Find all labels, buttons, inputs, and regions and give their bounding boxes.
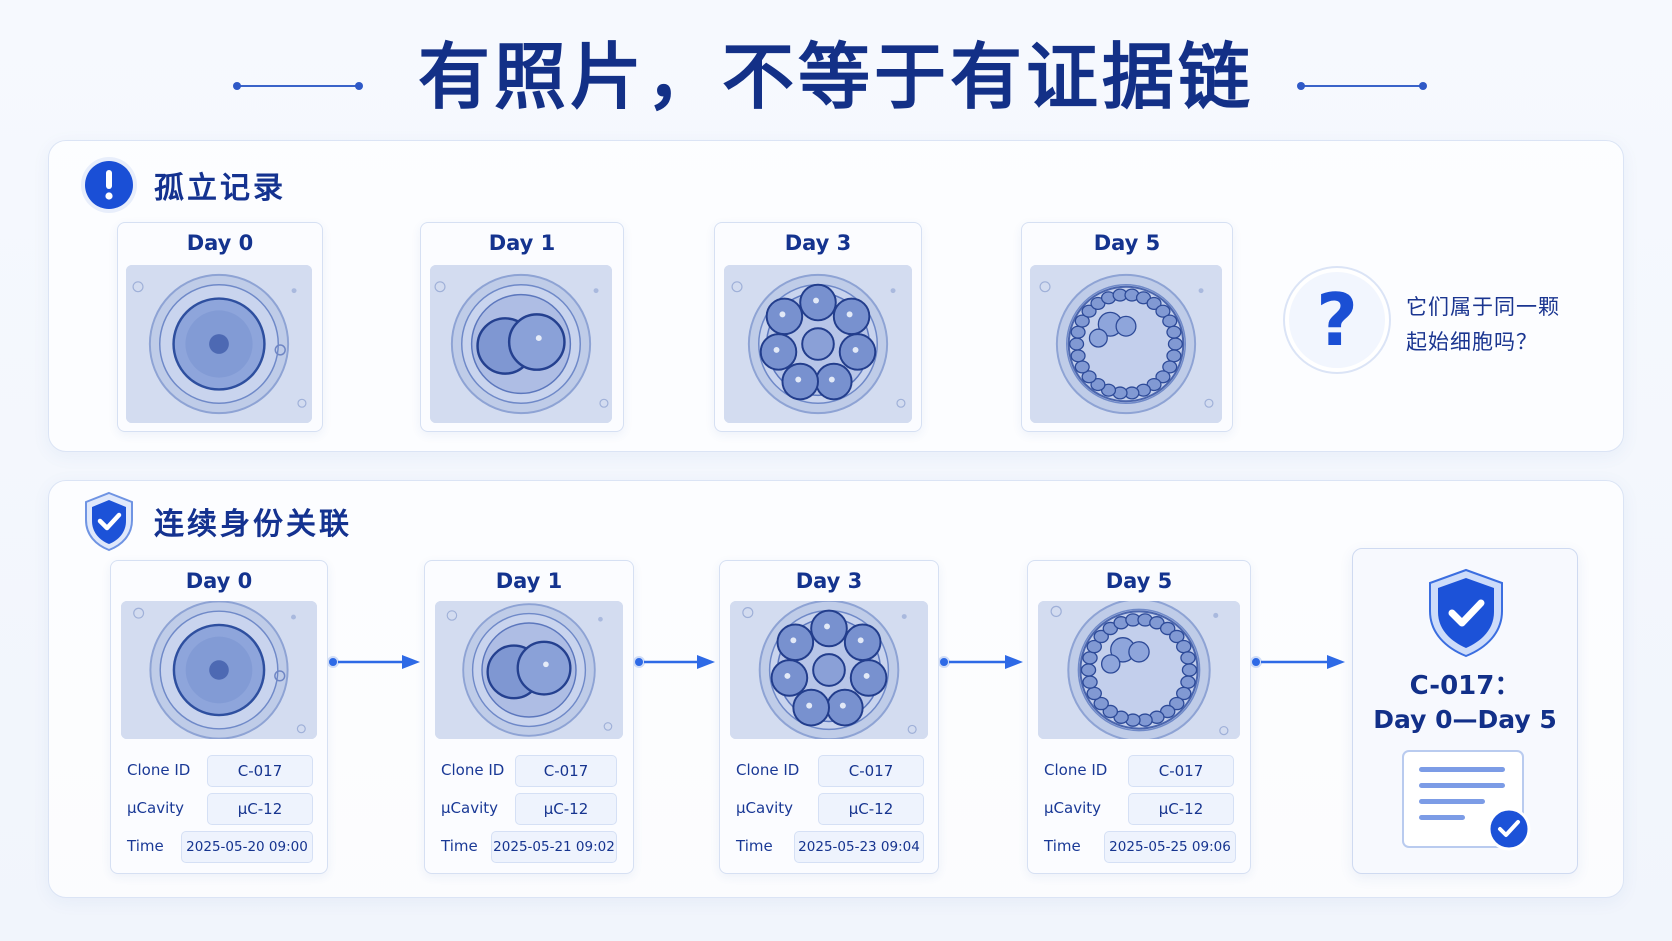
time-value: 2025-05-21 09:02: [491, 831, 617, 863]
clone-id-label: Clone ID: [127, 761, 191, 779]
alert-icon: [80, 156, 138, 214]
cavity-label: μCavity: [441, 799, 499, 817]
day-label: Day 3: [795, 569, 863, 593]
shield-check-icon: [80, 491, 138, 552]
day-label: Day 5: [1105, 569, 1173, 593]
time-value: 2025-05-25 09:06: [1104, 831, 1236, 863]
document-check-icon: [1401, 749, 1537, 859]
clone-id-label: Clone ID: [1044, 761, 1108, 779]
embryo-image: [730, 601, 928, 739]
day-label: Day 0: [185, 569, 253, 593]
svg-text:?: ?: [1316, 278, 1358, 362]
isolated-record-card: Day 0: [117, 222, 323, 432]
isolated-record-card: Day 5: [1021, 222, 1233, 432]
sequence-arrow: [1250, 652, 1345, 672]
cavity-value: μC-12: [515, 793, 617, 825]
time-label: Time: [1044, 837, 1081, 855]
embryo-image: [1030, 265, 1222, 423]
sequence-arrow: [633, 652, 715, 672]
sequence-arrow: [938, 652, 1023, 672]
embryo-image: [435, 601, 623, 739]
question-line-1: 它们属于同一颗: [1406, 295, 1560, 319]
clone-id-label: Clone ID: [441, 761, 505, 779]
embryo-image: [430, 265, 612, 423]
day-label: Day 1: [495, 569, 563, 593]
time-value: 2025-05-23 09:04: [794, 831, 924, 863]
clone-id-value: C-017: [515, 755, 617, 787]
time-value: 2025-05-20 09:00: [181, 831, 313, 863]
question-icon: ?: [1282, 265, 1392, 379]
day-label: Day 1: [488, 231, 556, 255]
verified-summary-card: C-017： Day 0—Day 5: [1352, 548, 1578, 874]
sequence-arrow: [327, 652, 420, 672]
title-decoration-right: [1297, 82, 1427, 90]
embryo-image: [121, 601, 317, 739]
linked-identity-header: 连续身份关联: [80, 491, 352, 552]
day-label: Day 3: [784, 231, 852, 255]
page-title: 有照片，不等于有证据链: [417, 35, 1254, 119]
section-title-linked: 连续身份关联: [154, 507, 352, 542]
section-title-isolated: 孤立记录: [154, 171, 286, 206]
clone-id-value: C-017: [1128, 755, 1234, 787]
time-label: Time: [441, 837, 478, 855]
shield-check-icon: [1425, 567, 1507, 663]
final-clone-id: C-017：: [1409, 671, 1521, 701]
cavity-value: μC-12: [1128, 793, 1234, 825]
embryo-image: [1038, 601, 1240, 739]
cavity-label: μCavity: [736, 799, 794, 817]
title-decoration-left: [233, 82, 363, 90]
clone-id-value: C-017: [818, 755, 924, 787]
embryo-image: [724, 265, 912, 423]
isolated-record-card: Day 1: [420, 222, 624, 432]
clone-id-label: Clone ID: [736, 761, 800, 779]
day-label: Day 0: [186, 231, 254, 255]
time-label: Time: [127, 837, 164, 855]
question-line-2: 起始细胞吗？: [1406, 330, 1538, 354]
day-label: Day 5: [1093, 231, 1161, 255]
final-day-range: Day 0—Day 5: [1373, 705, 1557, 734]
cavity-value: μC-12: [818, 793, 924, 825]
cavity-label: μCavity: [1044, 799, 1102, 817]
embryo-image: [126, 265, 312, 423]
question-text: 它们属于同一颗 起始细胞吗？: [1406, 290, 1596, 360]
isolated-records-header: 孤立记录: [80, 156, 286, 214]
cavity-value: μC-12: [207, 793, 313, 825]
cavity-label: μCavity: [127, 799, 185, 817]
isolated-record-card: Day 3: [714, 222, 922, 432]
time-label: Time: [736, 837, 773, 855]
clone-id-value: C-017: [207, 755, 313, 787]
